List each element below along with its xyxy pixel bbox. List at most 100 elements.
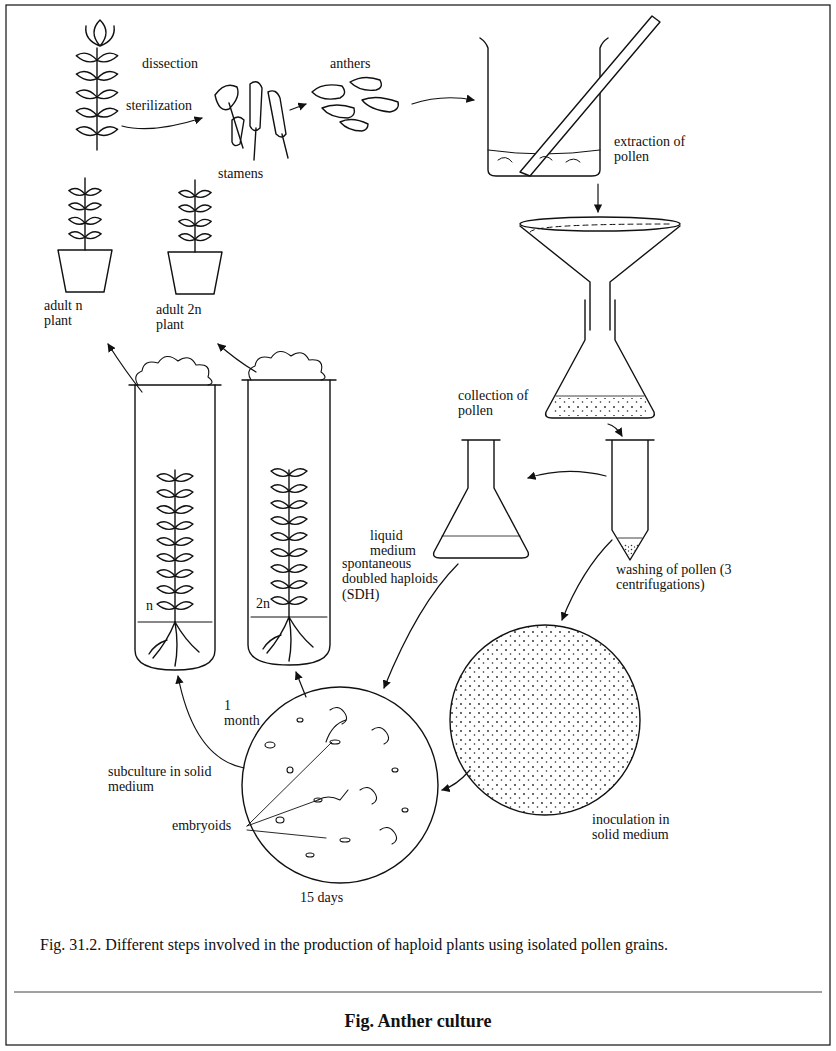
drawing-stroke [97, 72, 118, 81]
drawing-stroke [289, 501, 307, 509]
leader-line [247, 742, 332, 838]
drawing-stroke [232, 117, 244, 146]
drawing-stroke [135, 385, 215, 670]
step-label: anthers [330, 56, 370, 71]
pot-2n [168, 252, 222, 294]
drawing-stroke [297, 718, 303, 722]
drawing-stroke [289, 549, 307, 557]
drawing-stroke [288, 470, 289, 617]
drawing-stroke [289, 597, 307, 605]
drawing-stroke [175, 506, 193, 514]
petri-dish-inoculation [450, 625, 640, 815]
drawing-stroke [498, 156, 580, 162]
drawing-stroke [76, 127, 97, 136]
drawing-stroke [520, 217, 680, 231]
drawing-stroke [69, 189, 85, 196]
drawing-stroke [271, 581, 289, 589]
drawing-stroke [76, 108, 97, 117]
drawing-stroke [76, 72, 97, 81]
drawing-stroke [97, 127, 118, 136]
drawing-stroke [69, 48, 313, 666]
drawing-stroke [618, 538, 642, 539]
drawing-stroke [392, 768, 398, 772]
drawing-stroke [76, 53, 97, 62]
drawing-stroke [380, 827, 397, 844]
drawing-stroke [129, 384, 221, 385]
drawing-stroke [442, 536, 520, 537]
step-label: 2n [256, 596, 270, 611]
drawing-stroke [350, 77, 381, 90]
step-label: adult 2n plant [156, 302, 218, 333]
drawing-stroke [97, 108, 118, 117]
drawing-stroke [265, 742, 275, 748]
drawing-stroke [306, 853, 314, 857]
drawing-stroke [265, 707, 408, 857]
pot-n [58, 250, 112, 292]
drawing-stroke [271, 501, 289, 509]
step-label: Fig. Anther culture [0, 1012, 836, 1032]
drawing-stroke [289, 485, 307, 493]
drawing-stroke [157, 474, 175, 482]
drawing-stroke [597, 184, 598, 212]
drawing-stroke [69, 232, 85, 239]
drawing-stroke [312, 85, 345, 99]
step-label: embryoids [172, 818, 231, 833]
drawing-stroke [620, 544, 640, 556]
drawing-stroke [318, 720, 348, 800]
step-label: sterilization [126, 98, 192, 113]
culture-tube-n [129, 356, 221, 670]
step-label: dissection [142, 56, 198, 71]
drawing-stroke [175, 602, 193, 610]
drawing-stroke [97, 90, 118, 99]
drawing-stroke [84, 178, 85, 250]
drawing-stroke [175, 570, 193, 578]
drawing-stroke [58, 16, 680, 883]
drawing-stroke [290, 104, 306, 110]
drawing-stroke [340, 838, 350, 842]
drawing-stroke [442, 770, 470, 790]
drawing-stroke [271, 533, 289, 541]
drawing-stroke [195, 191, 211, 198]
drawing-stroke [108, 344, 142, 392]
step-label: subculture in solid medium [108, 764, 212, 795]
drawing-stroke [175, 490, 193, 498]
drawing-stroke [195, 205, 211, 212]
funnel-flask [520, 217, 680, 418]
drawing-stroke [157, 538, 175, 546]
step-label: stamens [218, 166, 263, 181]
drawing-stroke [157, 506, 175, 514]
drawing-stroke [136, 356, 212, 385]
drawing-stroke [271, 549, 289, 557]
figure-caption: Fig. 31.2. Different steps involved in t… [40, 934, 800, 956]
frame [6, 5, 830, 1045]
drawing-stroke [157, 554, 175, 562]
culture-tube-2n [242, 351, 336, 665]
drawing-stroke [271, 565, 289, 573]
drawing-stroke [194, 180, 195, 252]
drawing-stroke [528, 471, 606, 478]
drawing-stroke [271, 469, 289, 477]
step-label: extraction of pollen [614, 134, 694, 165]
drawing-stroke [271, 597, 289, 605]
drawing-stroke [263, 617, 313, 661]
drawing-stroke [546, 300, 655, 418]
drawing-stroke [289, 565, 307, 573]
process-arrow [108, 98, 622, 790]
drawing-stroke [530, 224, 670, 232]
drawing-stroke [434, 440, 529, 558]
step-label: collection of pollen [458, 388, 538, 419]
drawing-stroke [149, 622, 199, 666]
drawing-stroke [242, 687, 438, 883]
drawing-stroke [179, 205, 195, 212]
step-label: washing of pollen (3 centrifugations) [616, 562, 786, 593]
drawing-stroke [249, 351, 325, 380]
anthers-drawing [312, 77, 398, 131]
drawing-stroke [360, 787, 377, 804]
drawing-stroke [218, 344, 256, 372]
drawing-stroke [608, 424, 622, 436]
drawing-stroke [289, 533, 307, 541]
drawing-stroke [289, 469, 307, 477]
drawing-stroke [296, 672, 306, 697]
